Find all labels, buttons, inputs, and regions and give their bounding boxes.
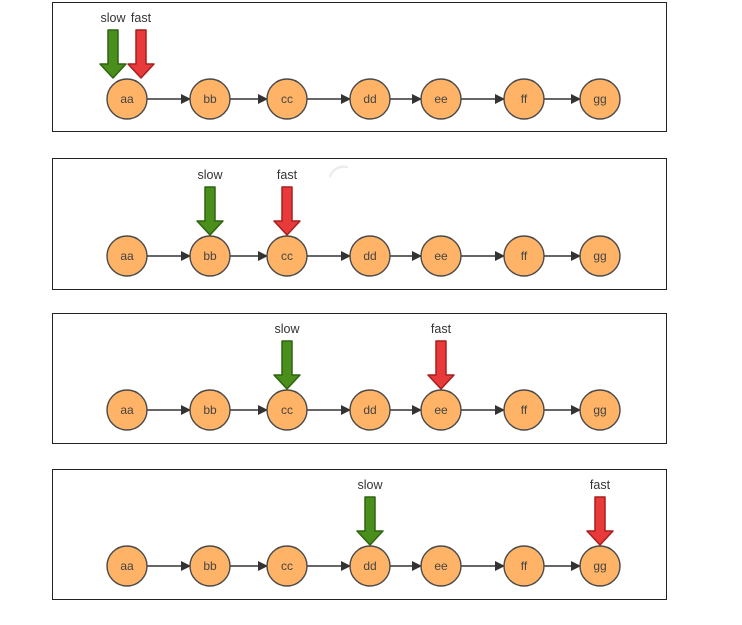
node-label: gg [593, 92, 606, 106]
node-ff [503, 389, 545, 431]
node-aa [106, 545, 148, 587]
node-ff [503, 545, 545, 587]
node-ee [420, 389, 462, 431]
node-cc [266, 78, 308, 120]
node-bb [189, 545, 231, 587]
fast-label: fast [131, 11, 152, 25]
node-cc [266, 235, 308, 277]
slow-pointer-arrow [356, 496, 384, 546]
node-label: dd [363, 403, 376, 417]
node-label: cc [281, 403, 293, 417]
node-dd [349, 545, 391, 587]
slow-pointer-arrow [99, 29, 127, 79]
node-cc [266, 389, 308, 431]
fast-pointer-arrow [427, 340, 455, 390]
node-label: ee [434, 559, 448, 573]
node-label: aa [120, 92, 134, 106]
node-label: dd [363, 559, 376, 573]
node-label: aa [120, 249, 134, 263]
step-3: aa bb cc dd ee ff gg slow fast [106, 322, 621, 431]
node-label: gg [593, 249, 606, 263]
node-bb [189, 78, 231, 120]
step-4: aa bb cc dd ee ff gg slow fast [106, 478, 621, 587]
node-bb [189, 389, 231, 431]
node-label: cc [281, 249, 293, 263]
node-label: aa [120, 559, 134, 573]
slow-label: slow [197, 168, 223, 182]
node-label: ee [434, 92, 448, 106]
fast-label: fast [277, 168, 298, 182]
node-label: ee [434, 403, 448, 417]
node-aa [106, 389, 148, 431]
node-label: ff [521, 559, 528, 573]
node-dd [349, 235, 391, 277]
step-1: aa bb cc dd ee ff gg slow fast [100, 11, 621, 120]
slow-pointer-arrow [196, 186, 224, 236]
node-label: cc [281, 92, 293, 106]
node-label: ff [521, 403, 528, 417]
node-label: cc [281, 559, 293, 573]
node-label: aa [120, 403, 134, 417]
node-ee [420, 545, 462, 587]
node-ee [420, 235, 462, 277]
node-gg [579, 545, 621, 587]
fast-label: fast [431, 322, 452, 336]
slow-label: slow [100, 11, 126, 25]
node-label: gg [593, 559, 606, 573]
node-label: bb [203, 403, 217, 417]
node-aa [106, 78, 148, 120]
node-ff [503, 78, 545, 120]
node-aa [106, 235, 148, 277]
fast-pointer-arrow [127, 29, 155, 79]
node-label: gg [593, 403, 606, 417]
node-label: dd [363, 92, 376, 106]
fast-pointer-arrow [586, 496, 614, 546]
node-dd [349, 78, 391, 120]
node-label: bb [203, 249, 217, 263]
node-dd [349, 389, 391, 431]
fast-label: fast [590, 478, 611, 492]
node-gg [579, 235, 621, 277]
slow-label: slow [274, 322, 300, 336]
node-bb [189, 235, 231, 277]
node-ff [503, 235, 545, 277]
step-2: aa bb cc dd ee ff gg slow fast [106, 168, 621, 277]
slow-pointer-arrow [273, 340, 301, 390]
node-label: bb [203, 559, 217, 573]
fast-pointer-arrow [273, 186, 301, 236]
node-label: bb [203, 92, 217, 106]
node-label: ff [521, 92, 528, 106]
node-ee [420, 78, 462, 120]
node-gg [579, 78, 621, 120]
node-label: ee [434, 249, 448, 263]
slow-label: slow [357, 478, 383, 492]
node-label: dd [363, 249, 376, 263]
node-gg [579, 389, 621, 431]
step-panel-3 [52, 313, 667, 444]
node-label: ff [521, 249, 528, 263]
node-cc [266, 545, 308, 587]
